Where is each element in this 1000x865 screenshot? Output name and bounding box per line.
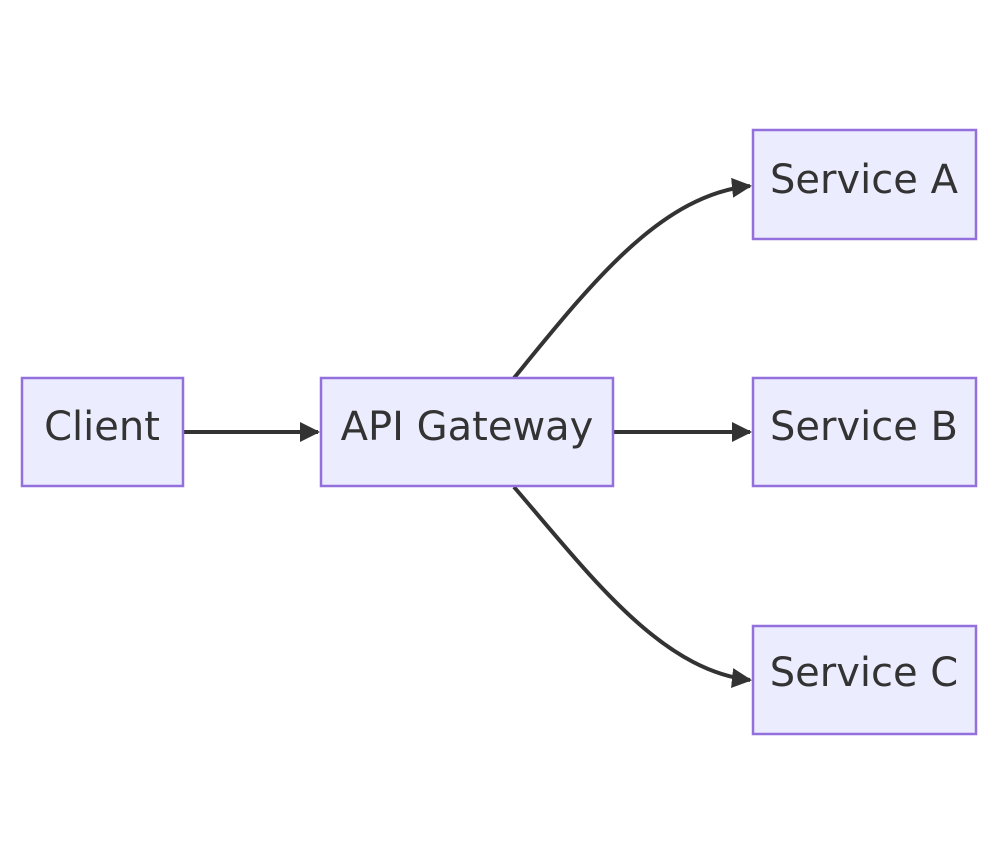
edges	[184, 177, 752, 688]
edge-gateway-to-service-a	[512, 177, 752, 380]
node-client[interactable]: Client	[20, 376, 185, 488]
node-service-c[interactable]: Service C	[751, 624, 978, 736]
edge-gateway-to-service-c	[512, 485, 752, 688]
node-service-b-label: Service B	[770, 404, 958, 450]
node-api-gateway-label: API Gateway	[341, 404, 594, 450]
node-service-b[interactable]: Service B	[751, 376, 978, 488]
node-client-label: Client	[44, 404, 160, 450]
node-service-c-label: Service C	[770, 650, 958, 696]
node-service-a[interactable]: Service A	[751, 128, 978, 241]
node-service-a-label: Service A	[770, 157, 959, 203]
node-api-gateway[interactable]: API Gateway	[319, 376, 615, 488]
